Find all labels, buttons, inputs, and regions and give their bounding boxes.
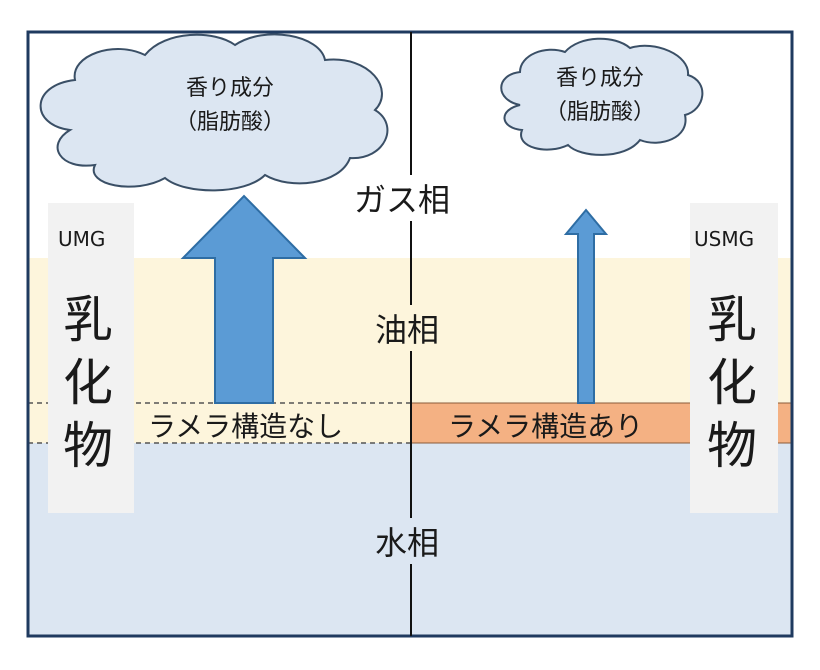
right-small-arrow bbox=[563, 208, 609, 404]
right-aroma-cloud bbox=[500, 37, 704, 156]
right-emulsifier-code: USMG bbox=[694, 227, 755, 251]
right-emulsifier-char-3: 物 bbox=[707, 417, 757, 475]
left-emulsifier-char-2: 化 bbox=[63, 354, 113, 412]
oil-phase-label: 油相 bbox=[373, 305, 442, 351]
left-cloud-line2: （脂肪酸） bbox=[174, 110, 285, 135]
water-phase-label: 水相 bbox=[373, 518, 442, 564]
right-cloud-line1: 香り成分 bbox=[555, 66, 644, 91]
right-cloud-line2: （脂肪酸） bbox=[544, 100, 655, 125]
lamella-absent-label: ラメラ構造なし bbox=[148, 410, 344, 443]
left-emulsifier-panel bbox=[48, 203, 134, 513]
left-aroma-cloud bbox=[39, 33, 389, 192]
left-large-arrow bbox=[180, 194, 308, 404]
left-emulsifier-char-1: 乳 bbox=[63, 291, 113, 349]
left-cloud-label: 香り成分 （脂肪酸） bbox=[150, 72, 310, 140]
left-emulsifier-code: UMG bbox=[58, 227, 106, 251]
right-cloud-label: 香り成分 （脂肪酸） bbox=[520, 62, 680, 130]
left-cloud-line1: 香り成分 bbox=[185, 76, 274, 101]
right-emulsifier-char-2: 化 bbox=[707, 354, 757, 412]
right-emulsifier-char-1: 乳 bbox=[707, 291, 757, 349]
left-emulsifier-char-3: 物 bbox=[63, 417, 113, 475]
lamella-present-label: ラメラ構造あり bbox=[448, 410, 644, 443]
right-emulsifier-panel bbox=[690, 203, 778, 513]
gas-phase-label: ガス相 bbox=[352, 175, 453, 221]
